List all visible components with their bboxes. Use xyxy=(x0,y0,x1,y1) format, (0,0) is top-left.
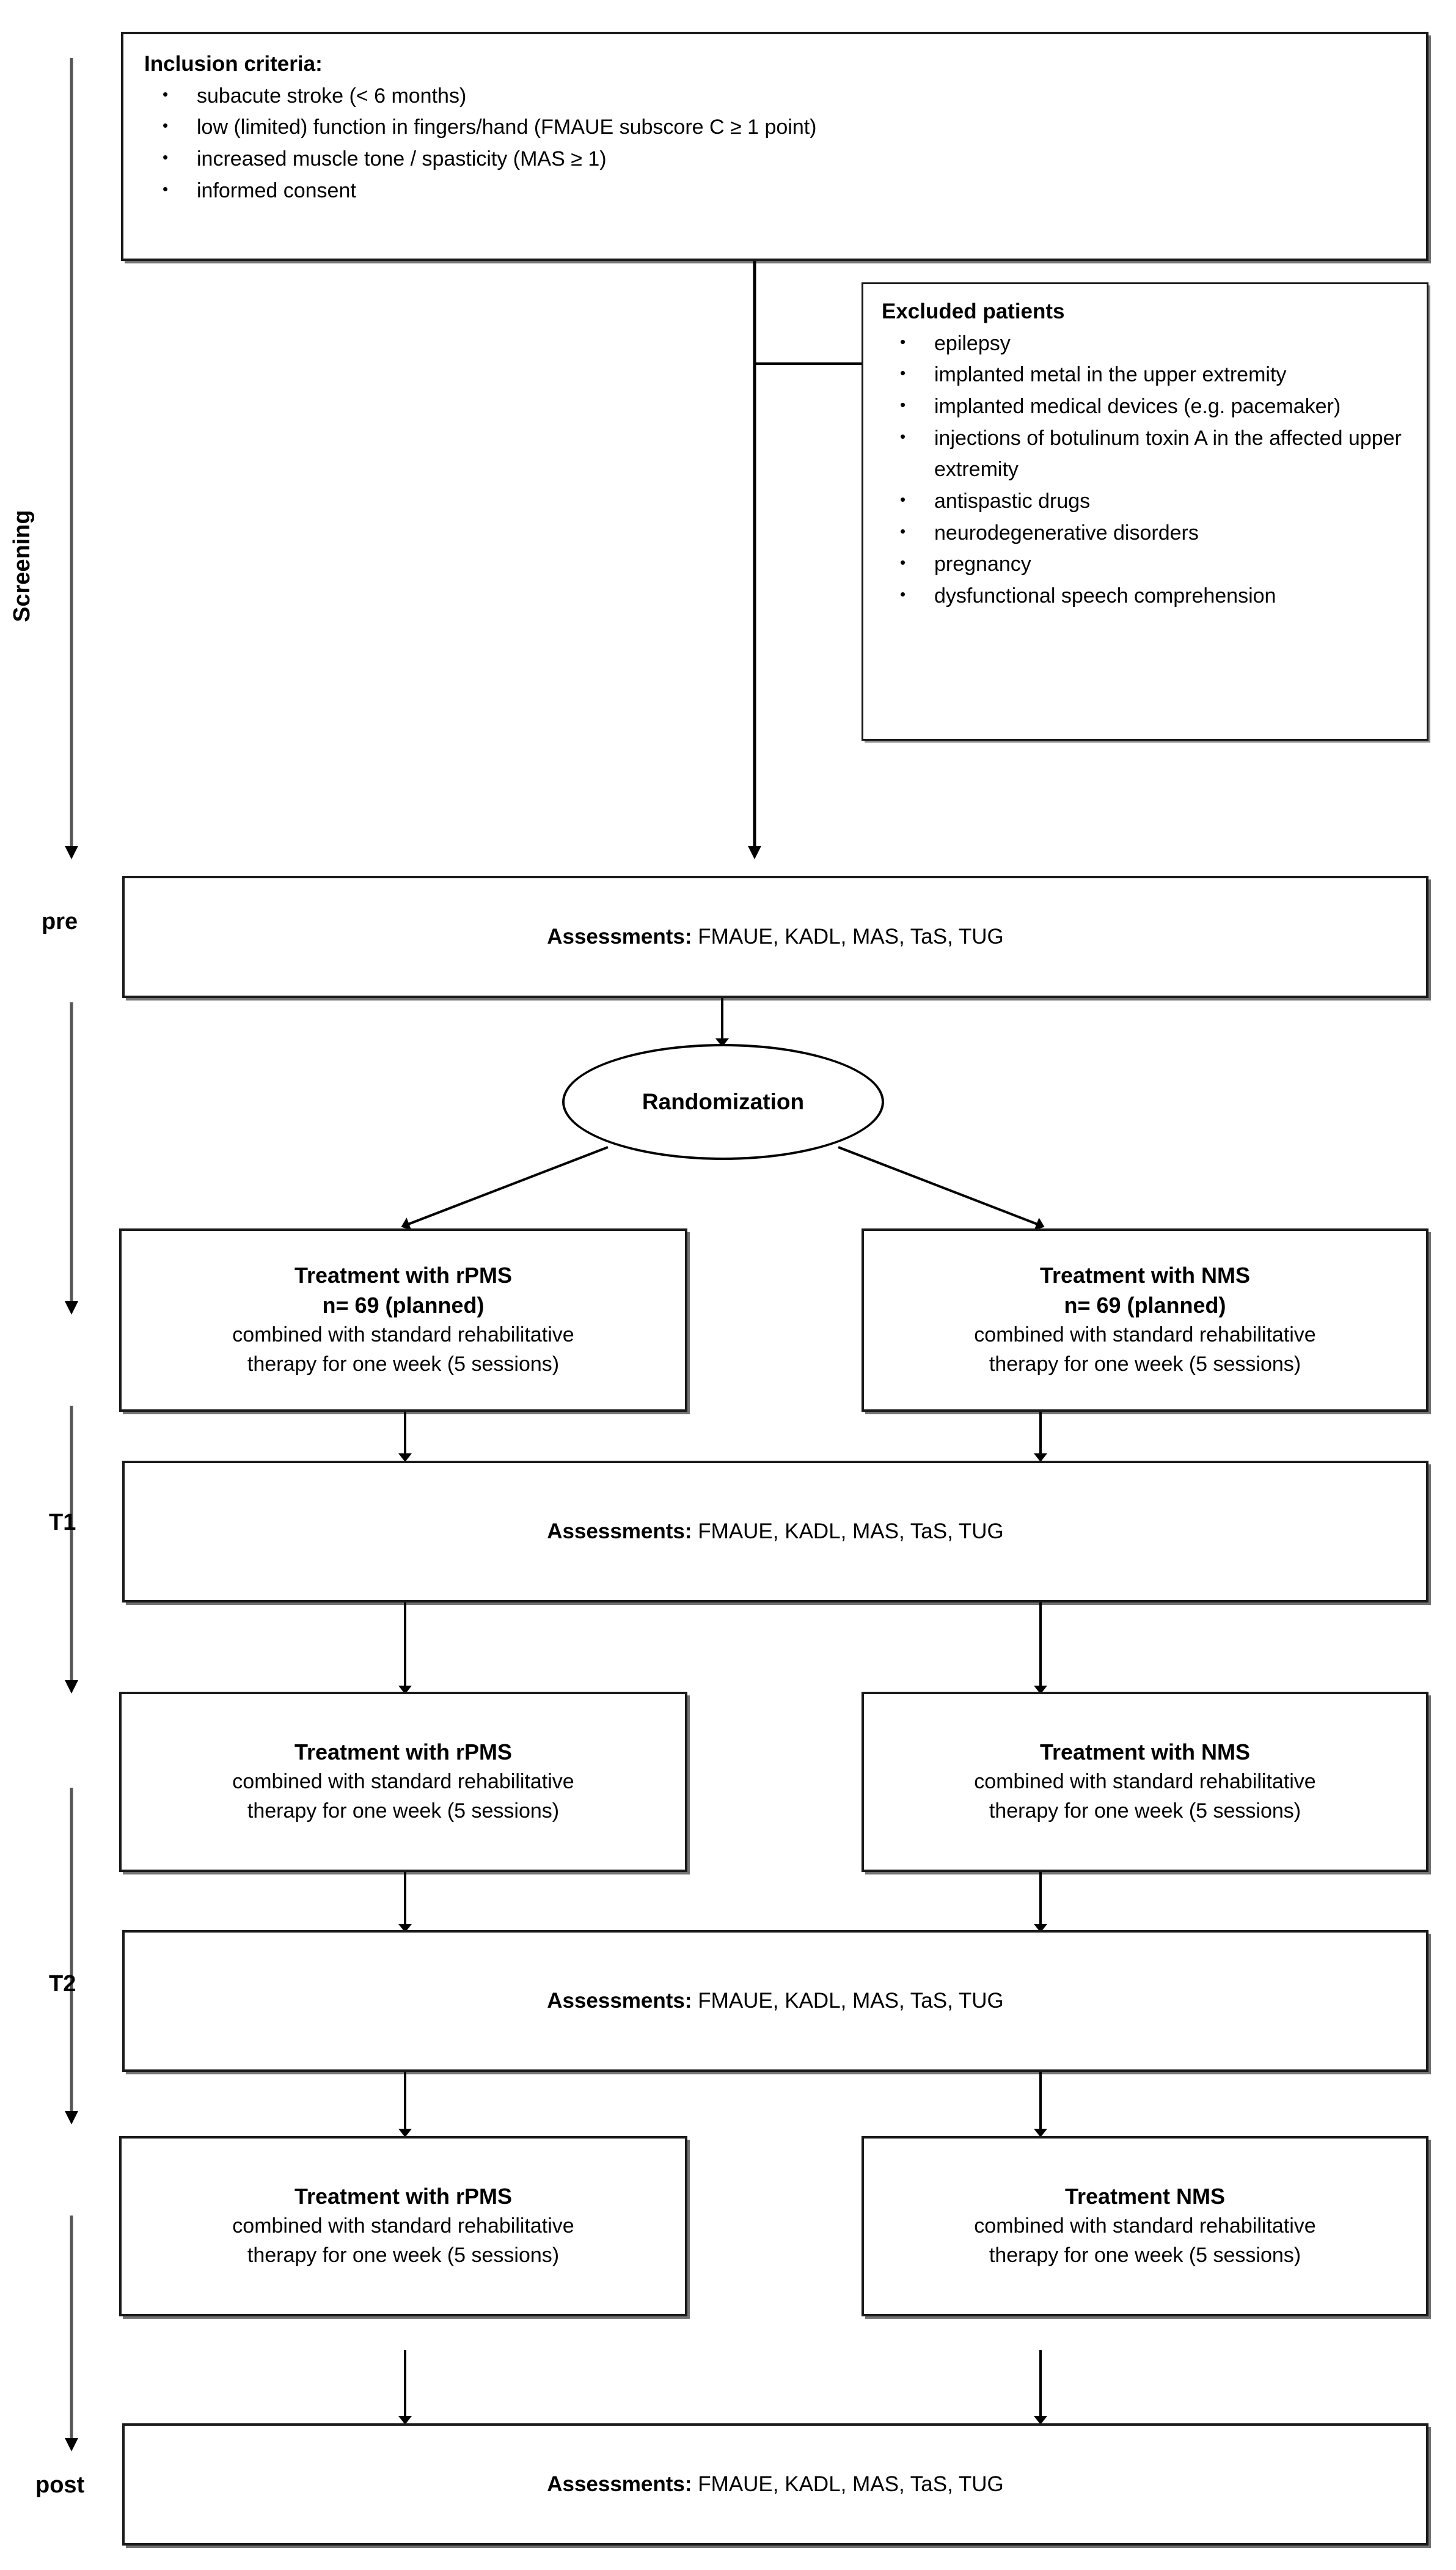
list-item: neurodegenerative disorders xyxy=(882,517,1412,549)
treatment-detail-line2: therapy for one week (5 sessions) xyxy=(989,2243,1301,2267)
list-item: dysfunctional speech comprehension xyxy=(882,580,1412,612)
randomization-label: Randomization xyxy=(642,1089,805,1114)
list-item: low (limited) function in fingers/hand (… xyxy=(144,111,1408,144)
treatment-detail-line1: combined with standard rehabilitative xyxy=(974,1770,1316,1794)
treatment-title: Treatment with NMS xyxy=(1039,1739,1251,1765)
phase-label-t1: T1 xyxy=(49,1510,76,1535)
treatment-title: Treatment with rPMS xyxy=(294,2184,513,2209)
treatment-box-rpms-3: Treatment with rPMS combined with standa… xyxy=(119,2136,687,2316)
assessment-prefix: Assessments: xyxy=(547,2472,698,2496)
arm3-to-post-connectors xyxy=(398,2350,1047,2425)
excluded-patients-list: epilepsy implanted metal in the upper ex… xyxy=(882,328,1412,612)
treatment-title: Treatment with rPMS xyxy=(294,1263,513,1288)
list-item: informed consent xyxy=(144,175,1408,207)
assessment-list: FMAUE, KADL, MAS, TaS, TUG xyxy=(698,1519,1004,1543)
treatment-detail-line1: combined with standard rehabilitative xyxy=(974,1323,1316,1347)
treatment-box-nms-3: Treatment NMS combined with standard reh… xyxy=(862,2136,1429,2316)
excluded-patients-heading: Excluded patients xyxy=(882,299,1065,323)
treatment-box-rpms-1: Treatment with rPMS n= 69 (planned) comb… xyxy=(119,1228,687,1412)
inclusion-criteria-heading: Inclusion criteria: xyxy=(144,52,323,76)
treatment-box-rpms-2: Treatment with rPMS combined with standa… xyxy=(119,1692,687,1872)
treatment-detail-line1: combined with standard rehabilitative xyxy=(232,1323,574,1347)
treatment-detail-line2: therapy for one week (5 sessions) xyxy=(247,1799,560,1823)
treatment-sample-size: n= 69 (planned) xyxy=(1064,1293,1226,1318)
excluded-patients-box: Excluded patients epilepsy implanted met… xyxy=(862,282,1429,741)
treatment-detail-line1: combined with standard rehabilitative xyxy=(974,2214,1316,2238)
treatment-box-nms-2: Treatment with NMS combined with standar… xyxy=(862,1692,1429,1872)
treatment-detail-line1: combined with standard rehabilitative xyxy=(232,2214,574,2238)
assessment-box-t1: Assessments: FMAUE, KADL, MAS, TaS, TUG xyxy=(122,1461,1429,1603)
randomization-ellipse: Randomization xyxy=(562,1044,884,1160)
list-item: injections of botulinum toxin A in the a… xyxy=(882,422,1412,486)
assessment-list: FMAUE, KADL, MAS, TaS, TUG xyxy=(698,925,1004,949)
t2-to-arm3-connectors xyxy=(398,2072,1047,2137)
list-item: pregnancy xyxy=(882,548,1412,581)
assessment-prefix: Assessments: xyxy=(547,925,698,949)
treatment-detail-line2: therapy for one week (5 sessions) xyxy=(989,1799,1301,1823)
list-item: antispastic drugs xyxy=(882,485,1412,518)
treatment-detail-line2: therapy for one week (5 sessions) xyxy=(247,1352,560,1376)
treatment-detail-line2: therapy for one week (5 sessions) xyxy=(989,1352,1301,1376)
phase-label-pre: pre xyxy=(42,909,78,934)
list-item: epilepsy xyxy=(882,328,1412,360)
assessment-text: Assessments: FMAUE, KADL, MAS, TaS, TUG xyxy=(547,925,1004,949)
assessment-text: Assessments: FMAUE, KADL, MAS, TaS, TUG xyxy=(547,1519,1004,1544)
assessment-list: FMAUE, KADL, MAS, TaS, TUG xyxy=(698,1989,1004,2013)
inclusion-criteria-list: subacute stroke (< 6 months) low (limite… xyxy=(144,80,1408,207)
assessment-box-t2: Assessments: FMAUE, KADL, MAS, TaS, TUG xyxy=(122,1930,1429,2072)
inclusion-criteria-box: Inclusion criteria: subacute stroke (< 6… xyxy=(121,32,1429,261)
phase-label-screening: Screening xyxy=(9,510,35,622)
assessment-box-pre: Assessments: FMAUE, KADL, MAS, TaS, TUG xyxy=(122,876,1429,998)
treatment-sample-size: n= 69 (planned) xyxy=(322,1293,485,1318)
t1-to-arm2-connectors xyxy=(398,1601,1047,1694)
treatment-detail-line2: therapy for one week (5 sessions) xyxy=(247,2243,560,2267)
treatment-detail-line1: combined with standard rehabilitative xyxy=(232,1770,574,1794)
assessment-prefix: Assessments: xyxy=(547,1989,698,2013)
arm-to-t1-connectors xyxy=(398,1411,1047,1462)
list-item: implanted medical devices (e.g. pacemake… xyxy=(882,391,1412,423)
assessment-text: Assessments: FMAUE, KADL, MAS, TaS, TUG xyxy=(547,1989,1004,2013)
assessment-box-post: Assessments: FMAUE, KADL, MAS, TaS, TUG xyxy=(122,2423,1429,2546)
treatment-title: Treatment with NMS xyxy=(1039,1263,1251,1288)
assessment-text: Assessments: FMAUE, KADL, MAS, TaS, TUG xyxy=(547,2472,1004,2497)
assessment-list: FMAUE, KADL, MAS, TaS, TUG xyxy=(698,2472,1004,2496)
treatment-box-nms-1: Treatment with NMS n= 69 (planned) combi… xyxy=(862,1228,1429,1412)
treatment-title: Treatment with rPMS xyxy=(294,1739,513,1765)
phase-label-t2: T2 xyxy=(49,1971,76,1997)
treatment-title: Treatment NMS xyxy=(1064,2184,1226,2209)
list-item: implanted metal in the upper extremity xyxy=(882,359,1412,391)
phase-label-post: post xyxy=(35,2472,85,2498)
inclusion-to-pre-connector xyxy=(748,260,862,859)
list-item: subacute stroke (< 6 months) xyxy=(144,80,1408,112)
arm2-to-t2-connectors xyxy=(398,1870,1047,1933)
list-item: increased muscle tone / spasticity (MAS … xyxy=(144,143,1408,175)
assessment-prefix: Assessments: xyxy=(547,1519,698,1543)
